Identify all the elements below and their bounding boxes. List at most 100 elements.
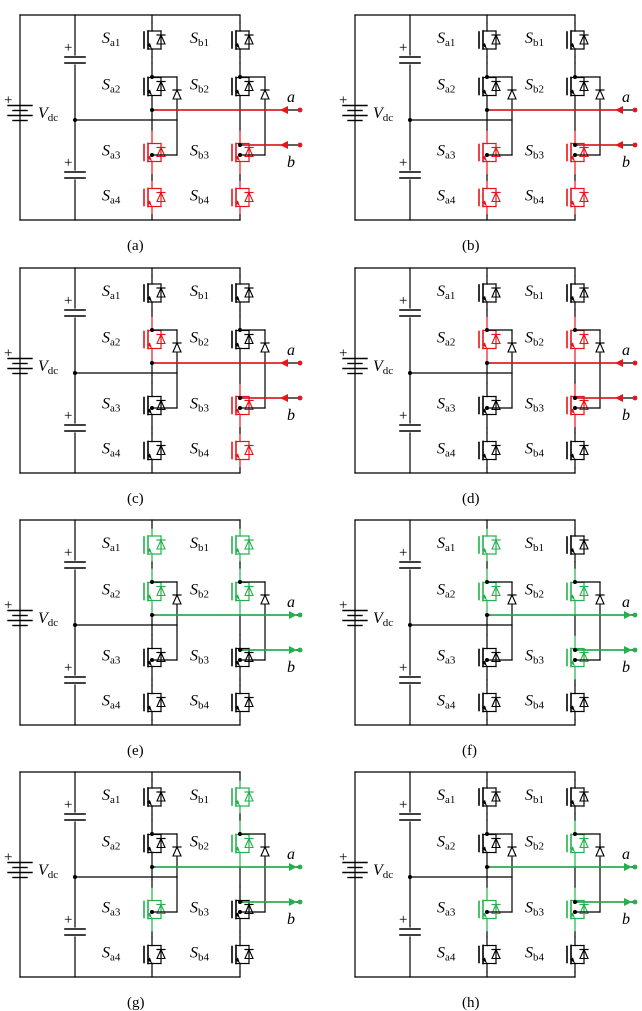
- emitter-arrow: [235, 705, 240, 712]
- igbt-switch: [566, 886, 589, 933]
- clamp-diode: [507, 845, 517, 857]
- terminal-a-label: a: [622, 89, 630, 106]
- igbt-switch: [566, 527, 589, 563]
- igbt-switch: [566, 129, 589, 176]
- emitter-arrow: [235, 912, 240, 919]
- emitter-arrow: [147, 200, 152, 207]
- emitter-arrow: [235, 800, 240, 806]
- switch-label-b1: Sb1: [190, 283, 209, 302]
- emitter-arrow: [482, 200, 487, 207]
- terminal-a: [632, 107, 638, 113]
- emitter-arrow: [570, 912, 575, 919]
- terminal-a-label: a: [622, 342, 630, 359]
- switch-label-a1: Sa1: [102, 283, 120, 302]
- current-arrow: [289, 611, 297, 619]
- caption-a: (a): [127, 238, 144, 254]
- terminal-b-label: b: [287, 407, 295, 424]
- cap-plus-sign: +: [64, 293, 72, 309]
- emitter-arrow: [570, 155, 575, 162]
- igbt-switch: [143, 819, 166, 868]
- terminal-a: [632, 612, 638, 618]
- terminal-a-label: a: [287, 846, 295, 863]
- switch-label-b2: Sb2: [190, 834, 209, 853]
- junction-dot: [573, 396, 577, 400]
- igbt-switch: [566, 684, 589, 721]
- terminal-a-label: a: [287, 342, 295, 359]
- emitter-arrow: [147, 594, 152, 601]
- cap-plus-sign: +: [64, 408, 72, 424]
- emitter-arrow: [147, 705, 152, 712]
- emitter-arrow: [235, 200, 240, 207]
- terminal-b-label: b: [287, 659, 295, 676]
- emitter-arrow: [570, 408, 575, 415]
- emitter-arrow: [235, 548, 240, 554]
- igbt-switch: [566, 567, 589, 616]
- emitter-arrow: [147, 846, 152, 853]
- junction-dot: [150, 406, 154, 410]
- igbt-switch: [478, 779, 501, 815]
- switch-label-b3: Sb3: [525, 900, 545, 919]
- junction-dot: [73, 371, 77, 375]
- junction-dot: [238, 75, 242, 79]
- junction-dot: [485, 328, 489, 332]
- igbt-switch: [143, 886, 166, 933]
- caption-f: (f): [462, 743, 477, 759]
- emitter-arrow: [235, 342, 240, 349]
- switch-label-a3: Sa3: [437, 143, 456, 162]
- igbt-switch: [143, 567, 166, 616]
- switch-label-a4: Sa4: [437, 693, 456, 712]
- emitter-arrow: [147, 660, 152, 667]
- terminal-a: [297, 612, 303, 618]
- emitter-arrow: [570, 660, 575, 667]
- igbt-switch: [478, 567, 501, 616]
- emitter-arrow: [482, 912, 487, 919]
- igbt-switch: [478, 684, 501, 721]
- igbt-switch: [231, 779, 254, 815]
- caption-b: (b): [462, 238, 480, 254]
- cap-plus-sign: +: [64, 40, 72, 56]
- igbt-switch: [231, 684, 254, 721]
- switch-label-b1: Sb1: [190, 535, 209, 554]
- clamp-diode: [260, 593, 270, 605]
- vdc-label: Vdc: [38, 358, 58, 377]
- emitter-arrow: [570, 846, 575, 853]
- cap-plus-sign: +: [399, 797, 407, 813]
- battery-plus-sign: +: [339, 598, 347, 614]
- clamp-diode: [172, 341, 182, 353]
- switch-label-a2: Sa2: [437, 582, 455, 601]
- junction-dot: [573, 75, 577, 79]
- igbt-switch: [231, 62, 254, 111]
- emitter-arrow: [235, 43, 240, 49]
- terminal-b-label: b: [622, 659, 630, 676]
- igbt-switch: [566, 819, 589, 868]
- clamp-diode: [260, 88, 270, 100]
- vdc-label: Vdc: [373, 358, 393, 377]
- clamp-diode: [260, 341, 270, 353]
- igbt-switch: [478, 382, 501, 429]
- igbt-switch: [231, 936, 254, 973]
- emitter-arrow: [570, 957, 575, 964]
- terminal-a-label: a: [287, 89, 295, 106]
- switch-label-b3: Sb3: [525, 648, 545, 667]
- switch-label-b4: Sb4: [190, 945, 210, 964]
- switch-label-b3: Sb3: [190, 396, 210, 415]
- terminal-a: [632, 360, 638, 366]
- terminal-b-label: b: [622, 911, 630, 928]
- clamp-diode: [172, 845, 182, 857]
- cap-plus-sign: +: [64, 545, 72, 561]
- igbt-switch: [478, 22, 501, 58]
- emitter-arrow: [235, 155, 240, 162]
- junction-dot: [150, 865, 154, 869]
- switch-label-a3: Sa3: [437, 900, 456, 919]
- igbt-switch: [231, 382, 254, 429]
- junction-dot: [485, 580, 489, 584]
- emitter-arrow: [482, 800, 487, 806]
- switch-label-a1: Sa1: [102, 30, 120, 49]
- switch-label-b1: Sb1: [190, 30, 209, 49]
- emitter-arrow: [482, 957, 487, 964]
- igbt-switch: [478, 819, 501, 868]
